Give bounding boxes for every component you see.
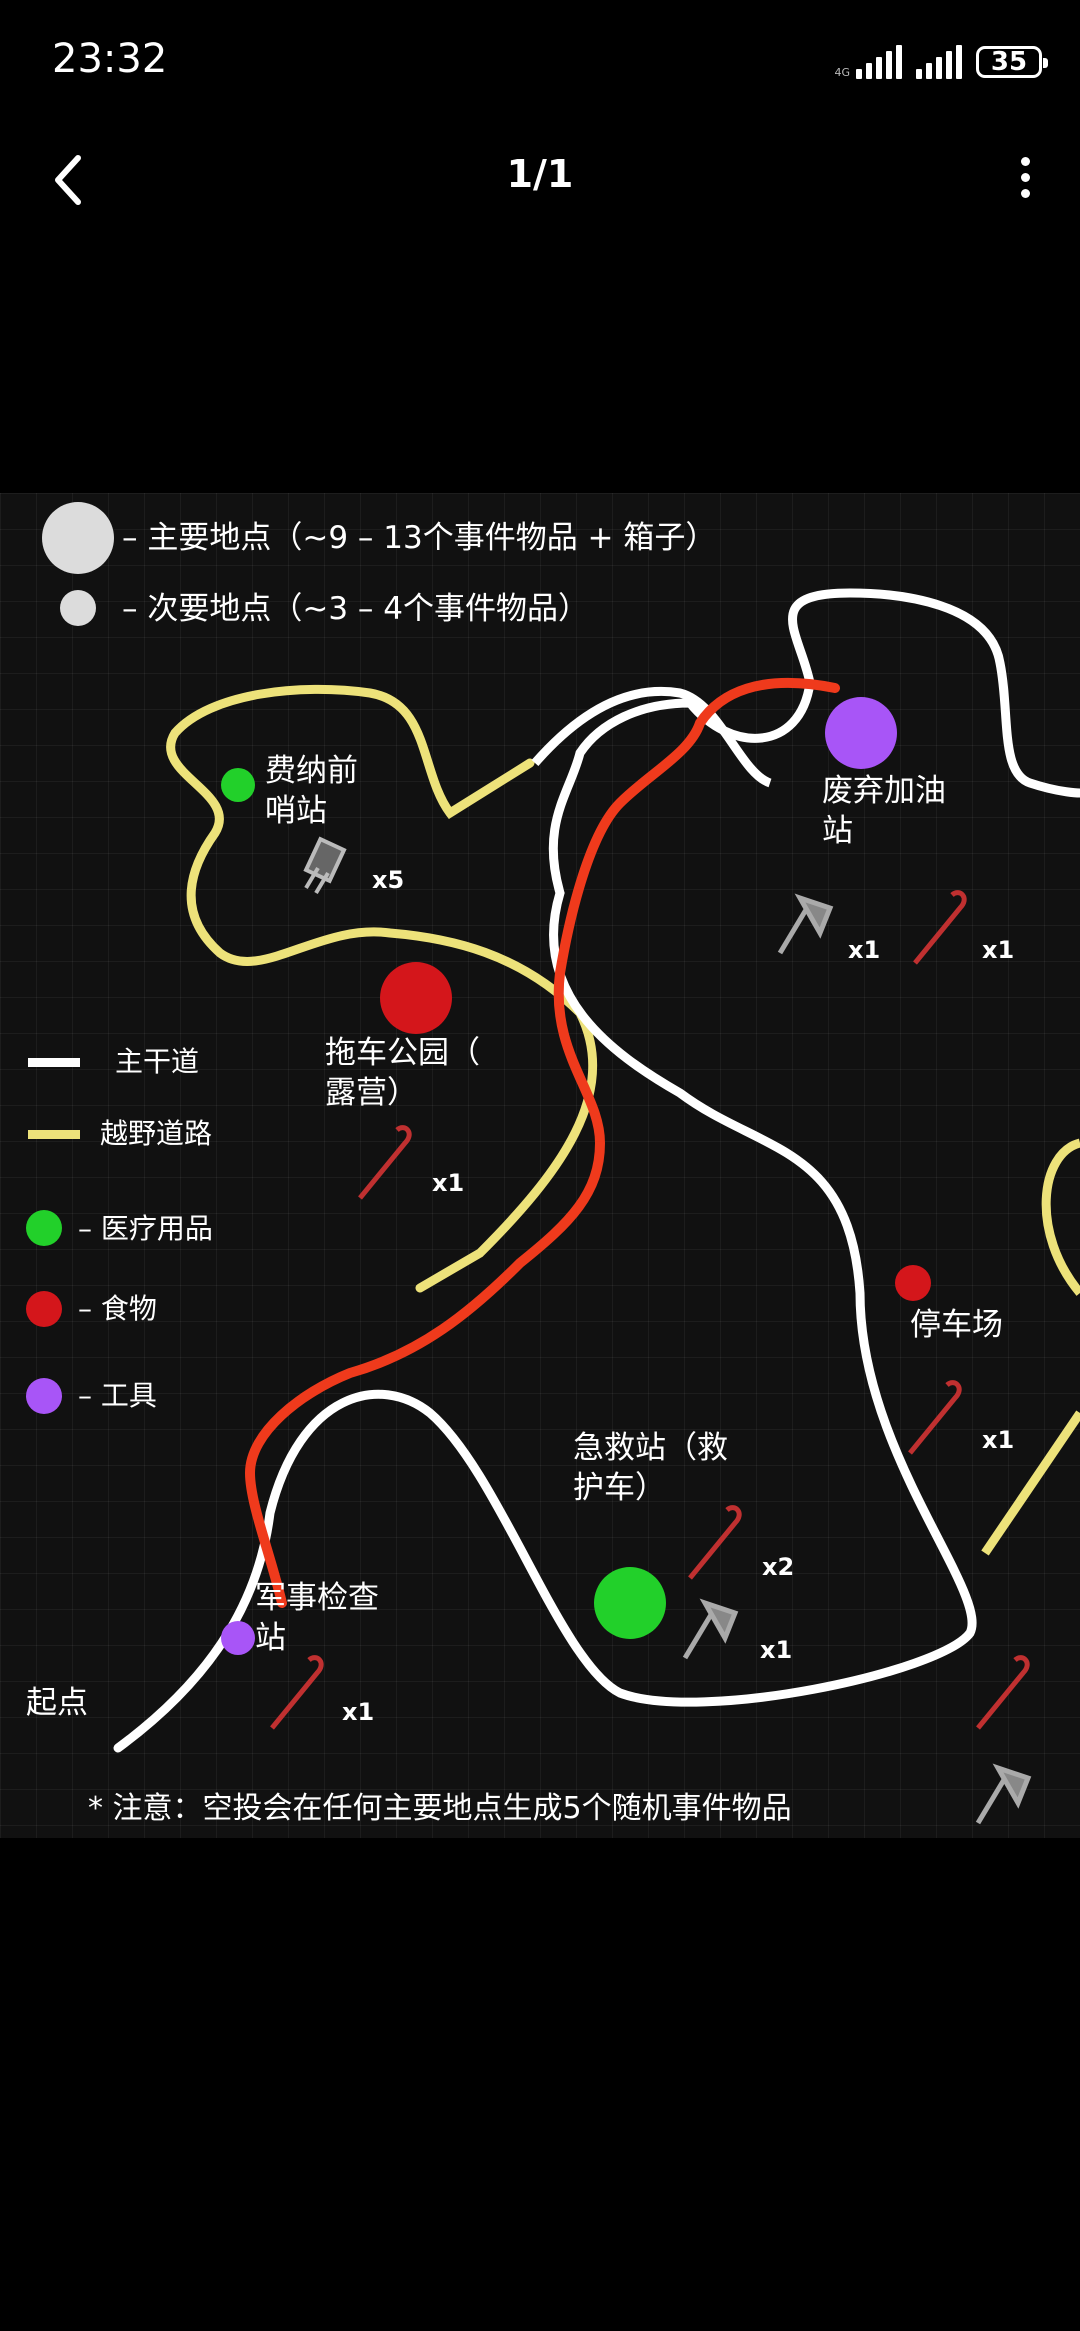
axe-icon-gas bbox=[777, 893, 834, 955]
legend-medical-dot bbox=[26, 1210, 62, 1246]
place-gas-station: 废弃加油 站 bbox=[822, 773, 946, 849]
legend-tools-dot bbox=[26, 1378, 62, 1414]
status-bar: 23:32 4G 35 bbox=[0, 0, 1080, 120]
qty-trailer-crowbar: x1 bbox=[432, 1169, 465, 1197]
recommended-route bbox=[244, 677, 840, 1608]
map-image[interactable]: – 主要地点（~9 – 13个事件物品 + 箱子） – 次要地点（~3 – 4个… bbox=[0, 493, 1080, 1838]
qty-firstaid-crowbar: x2 bbox=[762, 1553, 795, 1581]
legend-tools-label: – 工具 bbox=[78, 1379, 157, 1412]
back-button[interactable] bbox=[40, 150, 100, 210]
marker-parking bbox=[895, 1265, 931, 1301]
offroad-road-right bbox=[1041, 1138, 1080, 1296]
place-fenna: 费纳前 哨站 bbox=[265, 753, 358, 829]
legend-food-dot bbox=[26, 1291, 62, 1327]
legend-major-circle bbox=[42, 502, 114, 574]
legend-offroad-swatch bbox=[28, 1130, 80, 1139]
qty-parking-crowbar: x1 bbox=[982, 1426, 1015, 1454]
qty-fenna: x5 bbox=[372, 866, 405, 894]
marker-first-aid bbox=[594, 1567, 666, 1639]
axe-icon-firstaid bbox=[682, 1598, 739, 1660]
battery-level: 35 bbox=[990, 47, 1028, 77]
legend-major-label: – 主要地点（~9 – 13个事件物品 + 箱子） bbox=[122, 520, 717, 556]
map-note: * 注意：空投会在任何主要地点生成5个随机事件物品 bbox=[88, 1791, 792, 1826]
status-icons: 4G 35 bbox=[834, 40, 1048, 84]
legend-minor-label: – 次要地点（~3 – 4个事件物品） bbox=[122, 591, 589, 627]
crowbar-icon-parking bbox=[908, 1380, 962, 1455]
crowbar-icon-firstaid bbox=[688, 1505, 742, 1580]
status-time: 23:32 bbox=[52, 36, 168, 82]
axe-icon-edge bbox=[975, 1763, 1032, 1825]
crowbar-icon-gas bbox=[913, 890, 967, 965]
main-road bbox=[113, 588, 1080, 1753]
marker-fenna bbox=[221, 768, 255, 802]
place-trailer-park: 拖车公园（ 露营） bbox=[325, 1035, 480, 1111]
place-parking: 停车场 bbox=[910, 1307, 1003, 1343]
main-road-branch bbox=[531, 687, 772, 788]
legend-main-road-swatch bbox=[28, 1058, 80, 1067]
more-options-button[interactable] bbox=[1010, 150, 1040, 210]
place-start: 起点 bbox=[26, 1685, 88, 1721]
legend-minor-circle bbox=[60, 590, 96, 626]
crowbar-icon-trailer bbox=[358, 1125, 412, 1200]
marker-checkpoint bbox=[221, 1621, 255, 1655]
legend-food-label: – 食物 bbox=[78, 1292, 157, 1325]
battery-icon: 35 bbox=[976, 46, 1048, 78]
qty-checkpoint-crowbar: x1 bbox=[342, 1698, 375, 1726]
network-type: 4G bbox=[834, 66, 850, 79]
chevron-left-icon bbox=[55, 155, 81, 205]
page-counter: 1/1 bbox=[506, 152, 574, 196]
crowbar-icon-edge bbox=[976, 1655, 1030, 1730]
qty-gas-axe: x1 bbox=[848, 936, 881, 964]
legend-offroad-label: 越野道路 bbox=[100, 1117, 213, 1150]
battery-item-icon bbox=[303, 836, 347, 895]
crowbar-icon-checkpoint bbox=[270, 1655, 324, 1730]
qty-gas-crowbar: x1 bbox=[982, 936, 1015, 964]
marker-trailer-park bbox=[380, 962, 452, 1034]
place-checkpoint: 军事检查 站 bbox=[255, 1580, 379, 1656]
offroad-road-right-lower bbox=[981, 1410, 1080, 1556]
legend-medical-label: – 医疗用品 bbox=[78, 1212, 213, 1245]
legend-main-road-label: 主干道 bbox=[115, 1045, 200, 1078]
more-vertical-icon bbox=[1010, 157, 1040, 198]
place-first-aid: 急救站（救 护车） bbox=[573, 1430, 728, 1506]
signal-icon-2 bbox=[916, 45, 962, 79]
marker-gas-station bbox=[825, 697, 897, 769]
qty-firstaid-axe: x1 bbox=[760, 1636, 793, 1664]
signal-icon: 4G bbox=[834, 45, 902, 79]
map-drawing bbox=[26, 502, 1080, 1825]
